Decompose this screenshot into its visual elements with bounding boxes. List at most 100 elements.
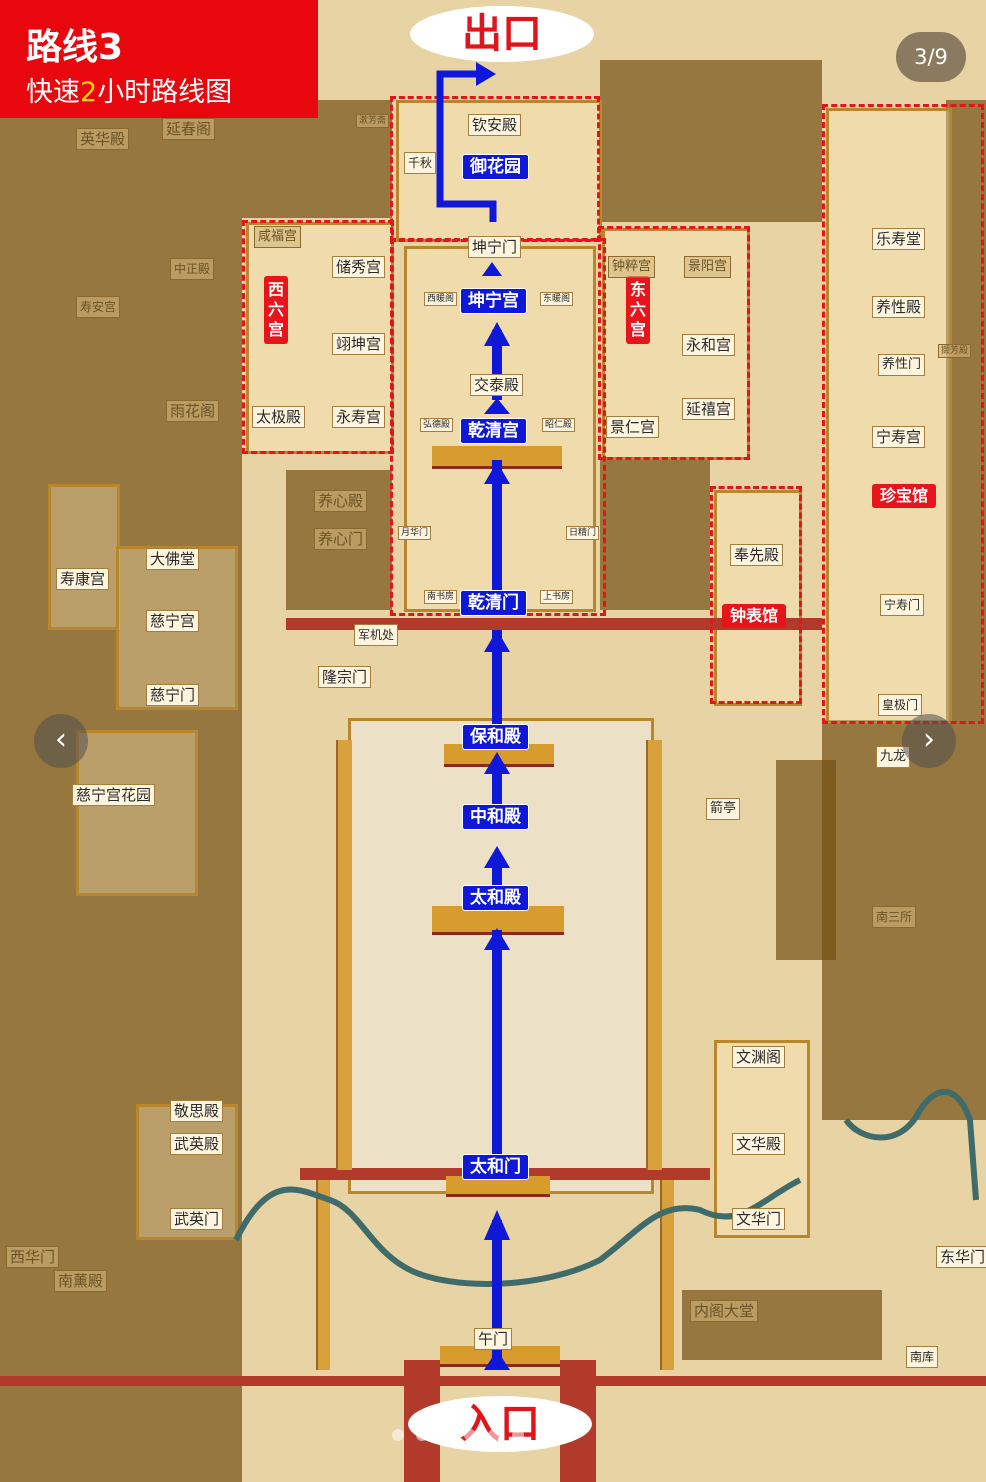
label-donghua: 东华门	[936, 1246, 986, 1268]
label-yikun: 翊坤宫	[332, 333, 386, 355]
east-corridor	[646, 740, 662, 1170]
label-taiji: 太极殿	[252, 406, 306, 428]
pager-dot[interactable]	[416, 1429, 428, 1441]
arrow-head-kunning	[484, 322, 510, 346]
outer-west-corridor	[316, 1180, 330, 1370]
fengxian-court	[714, 490, 802, 706]
shaded-right-column	[946, 100, 986, 720]
label-jianting: 箭亭	[706, 798, 741, 820]
pager-dot[interactable]	[488, 1429, 500, 1441]
label-wenhuamen: 文华门	[732, 1208, 786, 1230]
label-huangji: 皇极门	[878, 694, 923, 716]
taihemen-roof	[446, 1176, 550, 1197]
stop-qianqing-gate: 乾清门	[460, 590, 527, 616]
label-shufang: 漱芳斋	[356, 114, 390, 128]
arrow-head-taihemen	[484, 1210, 510, 1240]
label-shoukang: 寿康宫	[56, 568, 110, 590]
label-jingren: 景仁宫	[606, 416, 660, 438]
west-six-dashed-area	[242, 220, 394, 454]
label-zhongcui: 钟粹宫	[608, 256, 656, 278]
qianqing-wall	[286, 618, 822, 630]
label-yuehua-gate: 月华门	[398, 526, 432, 540]
label-jiaotai-hall: 交泰殿	[470, 374, 524, 396]
arrow-head-qianqingmen	[484, 630, 510, 652]
label-kunning-gate: 坤宁门	[468, 236, 522, 258]
pager-dot[interactable]	[440, 1429, 452, 1441]
label-wumen: 午门	[474, 1328, 513, 1350]
stop-qianqing-palace: 乾清宫	[460, 418, 527, 444]
label-xiefang: 撷芳殿	[938, 344, 972, 358]
label-yangxing: 养性殿	[872, 296, 926, 318]
image-counter: 3/9	[896, 32, 966, 82]
label-shangshufang: 上书房	[540, 590, 574, 604]
arrow-head-jiaotai	[484, 398, 510, 414]
prev-image-button[interactable]: ‹	[34, 714, 88, 768]
pager-dot[interactable]	[464, 1429, 476, 1441]
label-shouan: 寿安宫	[76, 296, 121, 318]
route-title-box: 路线3 快速2小时路线图	[0, 0, 318, 118]
label-qinan-hall: 钦安殿	[468, 114, 522, 136]
route-segment-wumen-taihemen	[492, 1220, 502, 1370]
south-wall	[0, 1376, 986, 1386]
stop-taihe-hall: 太和殿	[462, 885, 529, 911]
label-wenhua: 文华殿	[732, 1133, 786, 1155]
pager-dot[interactable]	[512, 1429, 524, 1441]
label-yangxin: 养心殿	[314, 490, 368, 512]
stop-taihe-gate: 太和门	[462, 1154, 529, 1180]
label-qianqiu: 千秋	[404, 152, 437, 174]
label-cininghuayuan: 慈宁宫花园	[72, 784, 156, 806]
shaded-north-east	[600, 60, 822, 222]
tag-clock: 钟表馆	[722, 604, 787, 628]
tag-east-six: 东六宫	[626, 276, 650, 344]
stop-baohe-hall: 保和殿	[462, 724, 529, 750]
arrow-head-kunningmen	[482, 262, 502, 276]
label-rijing-gate: 日精门	[566, 526, 600, 540]
label-wenyuan: 文渊阁	[732, 1046, 786, 1068]
label-xihua: 西华门	[6, 1246, 60, 1268]
label-jingsi: 敬思殿	[170, 1100, 224, 1122]
arrow-head-zhonghe	[484, 846, 510, 868]
route-segment-garden	[436, 70, 497, 222]
label-neigedatang: 内阁大堂	[690, 1300, 759, 1322]
label-ningshou: 宁寿宫	[872, 426, 926, 448]
label-chuxiu: 储秀宫	[332, 256, 386, 278]
label-nansansuo: 南三所	[872, 906, 917, 928]
route-segment-qianqing-kunning	[492, 330, 502, 400]
label-yonghe: 永和宫	[682, 334, 736, 356]
route-subtitle: 快速2小时路线图	[26, 70, 232, 109]
exit-oval: 出口	[410, 6, 594, 62]
ningshou-court	[826, 108, 952, 724]
chevron-right-icon: ›	[923, 722, 935, 757]
east-six-dashed-area	[598, 226, 750, 460]
label-zhongzheng: 中正殿	[170, 258, 215, 280]
label-nanshufang: 南书房	[424, 590, 458, 604]
arrow-head-wumen	[484, 1350, 510, 1370]
label-yanxi: 延禧宫	[682, 398, 736, 420]
label-yangxinmen: 养心门	[314, 528, 368, 550]
label-fengxian: 奉先殿	[730, 544, 784, 566]
next-image-button[interactable]: ›	[902, 714, 956, 768]
arrow-head-qianqing-low	[484, 462, 510, 484]
label-junjichu: 军机处	[354, 624, 399, 646]
stop-yuhuayuan: 御花园	[462, 154, 529, 180]
pager-dot[interactable]	[392, 1429, 404, 1441]
pager-dots[interactable]	[392, 1426, 536, 1445]
label-xinuange: 西暖阁	[424, 292, 458, 306]
label-hongde: 弘德殿	[420, 418, 454, 432]
label-yangxingmen: 养性门	[878, 354, 926, 376]
route-segment-qianqingmen-qianqing	[492, 460, 502, 590]
route-segment-taihemen-taihe	[492, 930, 502, 1160]
label-yanchun: 延春阁	[162, 118, 216, 140]
label-wuying: 武英殿	[170, 1133, 224, 1155]
label-cining: 慈宁宫	[146, 610, 200, 632]
label-yinghua: 英华殿	[76, 128, 130, 150]
stop-kunning-palace: 坤宁宫	[460, 288, 527, 314]
route-title: 路线3	[26, 27, 124, 68]
label-nanxun: 南薰殿	[54, 1270, 108, 1292]
clock-dashed-area	[710, 486, 802, 704]
shaded-east-lower	[776, 760, 836, 960]
label-jingyang: 景阳宫	[684, 256, 732, 278]
label-yuhua: 雨花阁	[166, 400, 220, 422]
tag-west-six: 西六宫	[264, 276, 288, 344]
